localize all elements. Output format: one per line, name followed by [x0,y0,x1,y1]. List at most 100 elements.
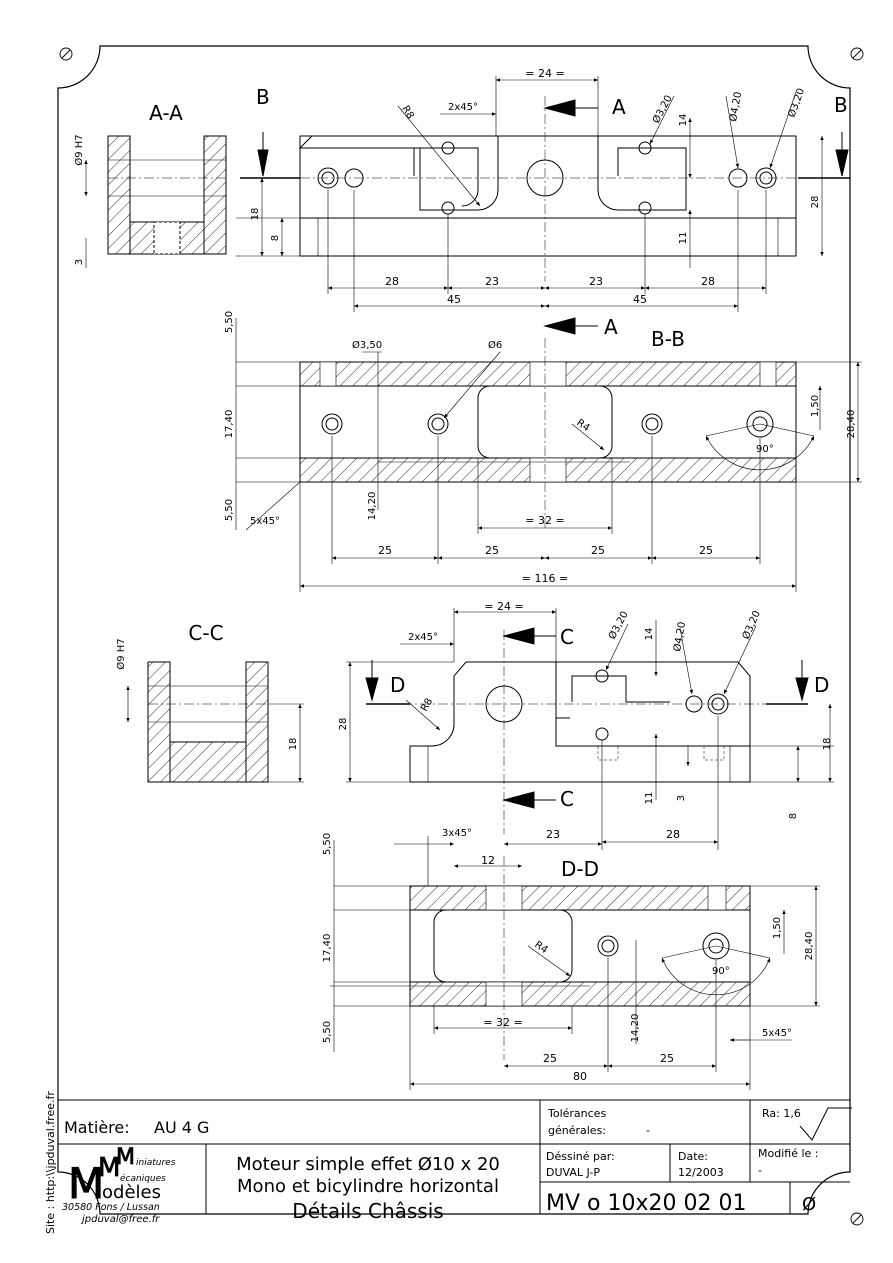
logo: M M M iniatures écaniques odèles 30580 F… [62,1145,176,1225]
modified-label: Modifié le : [758,1147,818,1160]
dim-text: 5,50 [224,499,235,521]
material-value: AU 4 G [154,1118,209,1137]
section-label: A [612,95,626,119]
corner-mark-icon [59,47,864,1226]
dim-text: 3 [676,795,687,801]
drawn-by-label: Déssiné par: [546,1150,615,1163]
section-arrow-icon [240,99,850,335]
dim-text: 18 [288,738,299,751]
dim-text: 17,40 [224,410,235,439]
d-d-text: D-D 5,50 17,40 5,50 1,50 28,40 3x45° 12 … [322,828,815,1083]
drawing-title: Mono et bicylindre horizontal [237,1176,499,1197]
dim-text: 25 [485,544,499,557]
dim-text: 23 [485,275,499,288]
dim-text: 28 [701,275,715,288]
dim-text: 3 [74,259,85,265]
logo-text: odèles [102,1182,161,1203]
dim-text: 28,40 [846,410,857,439]
date-label: Date: [678,1150,708,1163]
roughness-value: Ra: 1,6 [762,1107,801,1120]
d-d-annotations [330,836,820,1090]
dim-text: 11 [678,232,689,245]
modified-value: - [758,1164,762,1177]
dim-text: 14 [644,628,655,641]
mid-annotations [346,608,834,850]
dim-text: 90° [756,444,774,455]
dim-text: Ø3,20 [786,87,808,119]
mid-text: C C D D = 24 = 2x45° R8 Ø3,20 Ø4,20 Ø3,2… [338,600,833,841]
dim-text: Ø9 H7 [115,638,127,669]
section-label: A [604,315,618,339]
dim-text: Ø6 [488,339,502,351]
dim-text: 17,40 [322,934,333,963]
dim-text: R8 [399,104,415,121]
dim-text: 80 [573,1070,587,1083]
dim-text: 5,50 [322,833,333,855]
dim-text: = 24 = [525,67,564,80]
dim-text: 14,20 [367,492,378,521]
sheet-border [57,45,851,1215]
dim-text: Ø3,50 [352,339,382,351]
logo-mark-icon: M [116,1145,135,1170]
dim-text: 14 [678,114,689,127]
dim-text: 28 [666,828,680,841]
drawing-title: Détails Châssis [292,1199,443,1223]
dim-text: 28 [810,196,821,209]
dim-text: R8 [419,696,435,713]
section-arrow-icon [365,627,809,809]
dim-text: 25 [660,1052,674,1065]
dim-text: 5,50 [224,311,235,333]
section-label: C [560,625,574,649]
dim-text: 14,20 [630,1014,641,1043]
dim-text: 5x45° [250,516,280,527]
dim-text: 12 [481,854,495,867]
dim-text: 1,50 [810,395,821,417]
view-d-d [409,856,751,1060]
logo-text: iniatures [136,1158,176,1168]
dim-text: = 32 = [525,514,564,527]
tolerance-value: - [646,1124,650,1137]
b-b-annotations [235,318,862,592]
view-top [298,96,850,282]
title-block [58,1099,850,1214]
dim-text: 3x45° [442,828,472,839]
dim-text: 28 [338,718,349,731]
c-c-text: C-C Ø9 H7 18 [115,621,299,750]
dim-text: 5x45° [762,1028,792,1039]
dim-text: 90° [712,966,730,977]
drawing-title: Moteur simple effet Ø10 x 20 [236,1154,500,1175]
logo-text: écaniques [120,1173,166,1184]
dim-text: 28 [385,275,399,288]
view-a-a: A-A Ø9 H7 3 [73,101,227,268]
section-label: C [560,787,574,811]
scale-symbol: Ø [802,1194,816,1215]
dim-text: 8 [788,813,799,819]
c-c-annotations [126,686,304,783]
dim-text: 28,40 [804,932,815,961]
roughness-symbol-icon [799,1107,852,1141]
material-label: Matière: [64,1118,130,1137]
dim-text: 25 [378,544,392,557]
dim-text: 25 [543,1052,557,1065]
dim-text: 45 [447,293,461,306]
drawing-reference: MV o 10x20 02 01 [546,1191,746,1216]
dim-text: 2x45° [448,102,478,113]
dim-text: Ø3,20 [650,93,675,125]
logo-email: jpduval@free.fr [80,1214,160,1225]
title-block-text: Matière: AU 4 G Tolérances générales: - … [64,1107,818,1223]
logo-address: 30580 Fons / Lussan [62,1202,160,1213]
view-title-b-b: B-B [651,327,685,351]
dim-text: 1,50 [772,917,783,939]
dim-text: 18 [822,738,833,751]
view-title-a-a: A-A [149,101,183,125]
view-c-c [147,661,269,783]
logo-mark-icon: M [98,1153,120,1183]
dim-text: 23 [589,275,603,288]
dim-text: 45 [633,293,647,306]
top-view-annotations [236,76,824,312]
view-mid [366,630,800,834]
dim-text: 2x45° [408,632,438,643]
b-b-text: B-B 5,50 17,40 5,50 1,50 28,40 Ø3,50 Ø6 … [224,311,857,585]
dim-text: Ø4,20 [671,621,688,653]
